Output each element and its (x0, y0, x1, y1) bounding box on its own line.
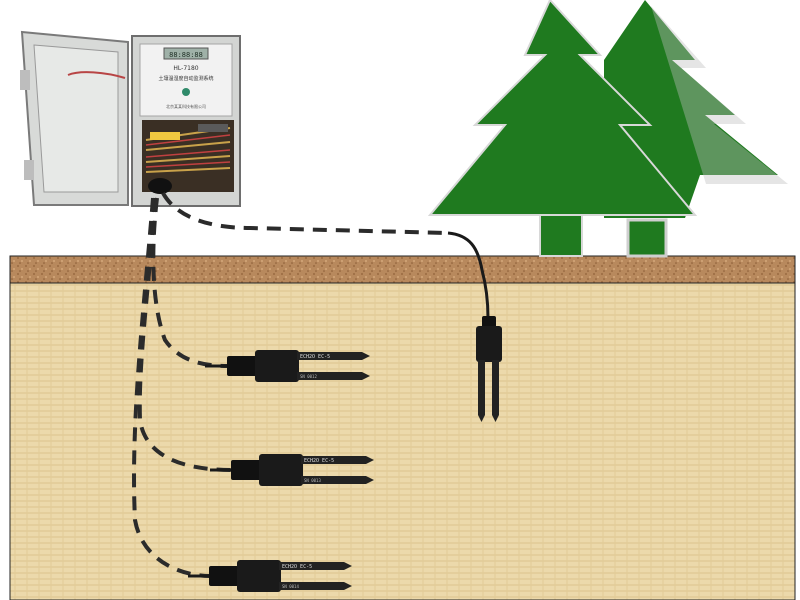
logger-model: HL-7180 (173, 65, 198, 72)
cable-to-right-probe (161, 191, 449, 235)
probe-1: ECH2O EC-5 SN 0012 (205, 350, 370, 382)
probe-2: ECH2O EC-5 SN 0013 (210, 454, 374, 486)
cable-gland (148, 178, 172, 194)
probe-2-label: ECH2O EC-5 (304, 458, 334, 464)
probe-4-lead (447, 231, 490, 319)
lcd-display (163, 47, 209, 60)
tree-back (604, 0, 788, 258)
probe-1-sub: SN 0012 (300, 374, 317, 379)
logger-maker: 北京某某科技有限公司 (166, 103, 206, 109)
subsoil-layer (9, 282, 796, 600)
probe-3-label: ECH2O EC-5 (282, 564, 312, 570)
probe-3-sub: SN 0014 (282, 584, 299, 589)
data-logger: 88:88:88 HL-7180 土壤温湿度自动监测系统 北京某某科技有限公司 (20, 30, 241, 207)
topsoil-layer (9, 255, 796, 284)
lcd-text: 88:88:88 (169, 51, 203, 59)
probe-3: ECH2O EC-5 SN 0014 (188, 560, 352, 592)
cable-to-probe-3 (132, 197, 211, 578)
logger-title: 土壤温湿度自动监测系统 (158, 75, 213, 82)
logger-logo-icon (182, 88, 190, 96)
tree-front (427, 0, 698, 257)
cables (132, 191, 449, 578)
probe-2-sub: SN 0013 (304, 478, 321, 483)
probe-1-label: ECH2O EC-5 (300, 354, 330, 360)
probe-4 (476, 316, 502, 422)
cable-to-probe-2 (137, 197, 233, 472)
